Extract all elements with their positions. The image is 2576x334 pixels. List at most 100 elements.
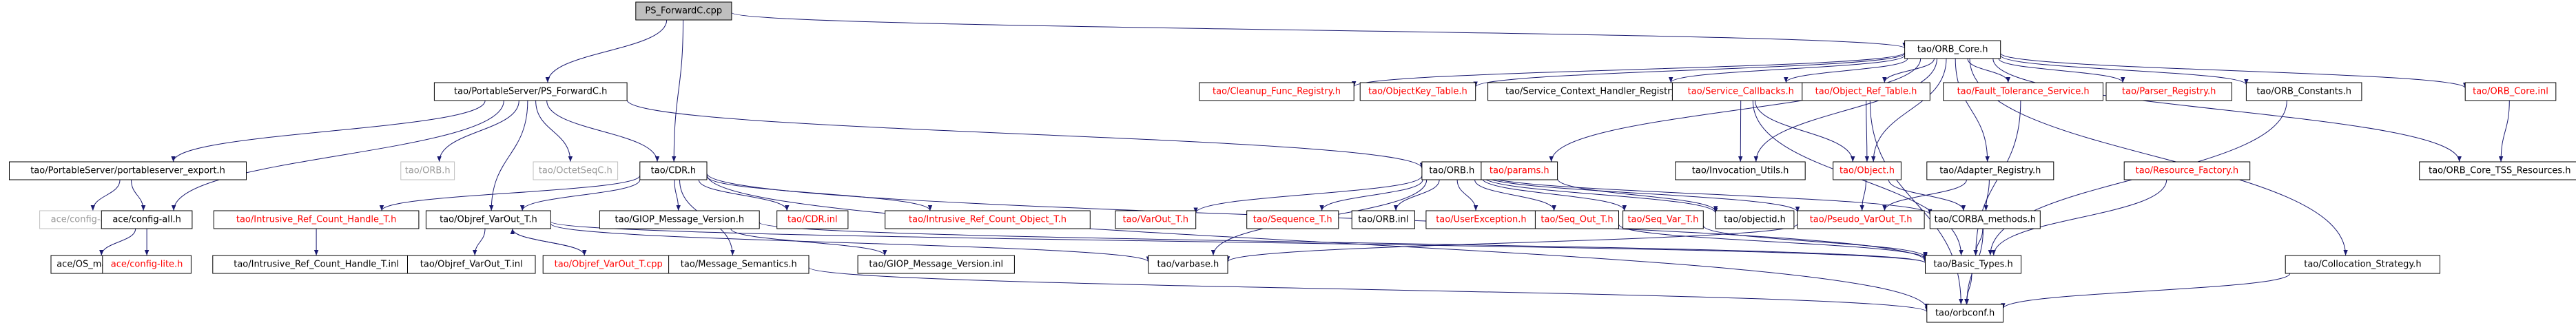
node-label: tao/PortableServer/portableserver_export… xyxy=(30,166,225,176)
node-root: PS_ForwardC.cpp xyxy=(635,1,732,21)
node-box xyxy=(885,210,1091,229)
node-ace_config_all_h[interactable]: ace/config-all.h xyxy=(101,210,193,229)
edge-orb_h-to-seq_var_t_h xyxy=(1481,177,1627,211)
edge-cdr_h-to-objref_varout_t_h xyxy=(519,179,641,211)
edge-params_h-to-objectid_h xyxy=(1557,178,1718,212)
node-box xyxy=(668,255,810,274)
edge-orb_core_h-to-orb_core_tss_resources_h xyxy=(1992,58,2462,163)
node-orb_core_h[interactable]: tao/ORB_Core.h xyxy=(1904,40,2001,59)
node-box xyxy=(1797,210,1925,229)
node-seq_out_t_h: tao/Seq_Out_T.h xyxy=(1534,210,1619,229)
node-box xyxy=(1926,161,2054,180)
node-corba_methods_h[interactable]: tao/CORBA_methods.h xyxy=(1929,210,2041,229)
node-objref_varout_t_inl[interactable]: tao/Objref_VarOut_T.inl xyxy=(407,255,536,274)
node-box xyxy=(425,210,551,229)
edge-objref_varout_t_cpp-to-objref_varout_t_h xyxy=(510,228,585,256)
edge-ps_forwardc_h-to-cdr_h xyxy=(546,100,660,163)
node-box xyxy=(2105,82,2232,101)
node-label: tao/Seq_Out_T.h xyxy=(1541,215,1613,225)
node-intrusive_ref_count_handle_t_inl[interactable]: tao/Intrusive_Ref_Count_Handle_T.inl xyxy=(212,255,420,274)
edge-orb_core_h-to-orb_constants_h xyxy=(2000,54,2249,85)
node-box xyxy=(1833,161,1902,180)
node-box xyxy=(1421,161,1483,180)
node-label: tao/Intrusive_Ref_Count_Object_T.h xyxy=(909,215,1067,225)
node-box xyxy=(1904,40,2001,59)
node-service_context_handler_registry_h[interactable]: tao/Service_Context_Handler_Registry.h xyxy=(1487,82,1702,101)
node-objref_varout_t_h[interactable]: tao/Objref_VarOut_T.h xyxy=(425,210,551,229)
node-label: tao/Collocation_Strategy.h xyxy=(2304,260,2421,270)
node-label: tao/Service_Callbacks.h xyxy=(1688,87,1794,97)
edge-portableserver_export_h-to-ace_config_all_sys xyxy=(90,179,121,211)
edge-root-to-cdr_h xyxy=(672,19,683,163)
edge-orb_core_h-to-object_h xyxy=(1871,58,1947,163)
node-message_semantics_h[interactable]: tao/Message_Semantics.h xyxy=(668,255,810,274)
node-label: tao/orbconf.h xyxy=(1935,309,1995,319)
edge-pseudo_varout_t_h-to-varbase_h xyxy=(1226,223,1798,262)
edge-cdr_h-to-intrusive_ref_count_object_t_h xyxy=(706,176,933,211)
node-giop_message_version_h[interactable]: tao/GIOP_Message_Version.h xyxy=(599,210,760,229)
node-sequence_t_h: tao/Sequence_T.h xyxy=(1246,210,1339,229)
edge-orb_h-to-sequence_t_h xyxy=(1319,179,1423,211)
node-label: tao/Basic_Types.h xyxy=(1933,260,2012,270)
node-label: tao/PortableServer/PS_ForwardC.h xyxy=(454,87,607,97)
node-ps_forwardc_h[interactable]: tao/PortableServer/PS_ForwardC.h xyxy=(433,82,628,101)
node-orbconf_h[interactable]: tao/orbconf.h xyxy=(1926,304,2004,323)
node-basic_types_h[interactable]: tao/Basic_Types.h xyxy=(1925,255,2022,274)
edge-corba_methods_h-to-basic_types_h xyxy=(1973,228,1983,256)
node-adapter_registry_h[interactable]: tao/Adapter_Registry.h xyxy=(1926,161,2054,180)
node-label: tao/GIOP_Message_Version.h xyxy=(615,215,745,225)
edge-cdr_h-to-cdr_inl xyxy=(698,179,790,211)
node-orb_h[interactable]: tao/ORB.h xyxy=(1421,161,1483,180)
node-giop_message_version_inl[interactable]: tao/GIOP_Message_Version.inl xyxy=(857,255,1015,274)
edge-orb_h-to-varout_t_h xyxy=(1193,176,1423,213)
node-label: ace/config-lite.h xyxy=(111,260,183,270)
node-box xyxy=(776,210,849,229)
node-box xyxy=(599,210,760,229)
edge-collocation_strategy_h-to-orbconf_h xyxy=(2001,273,2291,309)
node-ace_config_lite_h: ace/config-lite.h xyxy=(102,255,192,274)
edge-root-to-ps_forwardc_h xyxy=(545,19,668,83)
edge-root-to-orb_core_h xyxy=(731,12,1907,49)
node-invocation_utils_h[interactable]: tao/Invocation_Utils.h xyxy=(1675,161,1806,180)
node-box xyxy=(2464,82,2557,101)
node-label: tao/Objref_VarOut_T.h xyxy=(440,215,537,225)
edge-resource_factory_h-to-basic_types_h xyxy=(1991,179,2167,256)
node-box xyxy=(1425,210,1537,229)
node-box xyxy=(639,161,708,180)
node-box xyxy=(1715,210,1795,229)
node-label: tao/ORB.h xyxy=(1429,166,1474,176)
node-label: tao/Objref_VarOut_T.cpp xyxy=(555,260,663,270)
node-label: tao/VarOut_T.h xyxy=(1123,215,1188,225)
node-label: tao/CORBA_methods.h xyxy=(1935,215,2036,225)
node-collocation_strategy_h[interactable]: tao/Collocation_Strategy.h xyxy=(2285,255,2440,274)
node-cdr_h[interactable]: tao/CDR.h xyxy=(639,161,708,180)
node-portableserver_export_h[interactable]: tao/PortableServer/portableserver_export… xyxy=(9,161,247,180)
edge-giop_message_version_h-to-giop_message_version_inl xyxy=(730,228,887,256)
node-orb_inl[interactable]: tao/ORB.inl xyxy=(1351,210,1415,229)
node-box xyxy=(1925,255,2022,274)
node-orb_constants_h[interactable]: tao/ORB_Constants.h xyxy=(2245,82,2362,101)
node-orb_core_tss_resources_h[interactable]: tao/ORB_Core_TSS_Resources.h xyxy=(2419,161,2576,180)
edges-layer xyxy=(90,12,2510,313)
edge-cdr_h-to-orbconf_h xyxy=(706,174,1929,309)
node-objectid_h[interactable]: tao/objectid.h xyxy=(1715,210,1795,229)
node-cdr_inl: tao/CDR.inl xyxy=(776,210,849,229)
node-objref_varout_t_cpp: tao/Objref_VarOut_T.cpp xyxy=(542,255,674,274)
edge-orb_core_h-to-object_ref_table_h xyxy=(1882,58,1935,83)
node-box xyxy=(2245,82,2362,101)
node-intrusive_ref_count_object_t_h: tao/Intrusive_Ref_Count_Object_T.h xyxy=(885,210,1091,229)
node-box xyxy=(533,161,619,180)
edge-ace_config_all_h-to-ace_os_main_h xyxy=(99,228,136,256)
node-label: tao/Seq_Var_T.h xyxy=(1627,215,1698,225)
node-label: tao/ORB.inl xyxy=(1358,215,1408,225)
edge-ps_forwardc_h-to-portableserver_export_h xyxy=(171,100,486,163)
node-orb_h_sys: tao/ORB.h xyxy=(400,161,455,180)
node-label: tao/Intrusive_Ref_Count_Handle_T.h xyxy=(236,215,396,225)
node-label: tao/CDR.inl xyxy=(787,215,838,225)
edge-orb_core_inl-to-orb_core_tss_resources_h xyxy=(2498,100,2510,163)
edge-orb_core_h-to-orb_core_inl xyxy=(2000,52,2468,89)
node-box xyxy=(1671,82,1810,101)
node-cleanup_func_registry_h: tao/Cleanup_Func_Registry.h xyxy=(1199,82,1354,101)
node-varbase_h[interactable]: tao/varbase.h xyxy=(1148,255,1228,274)
